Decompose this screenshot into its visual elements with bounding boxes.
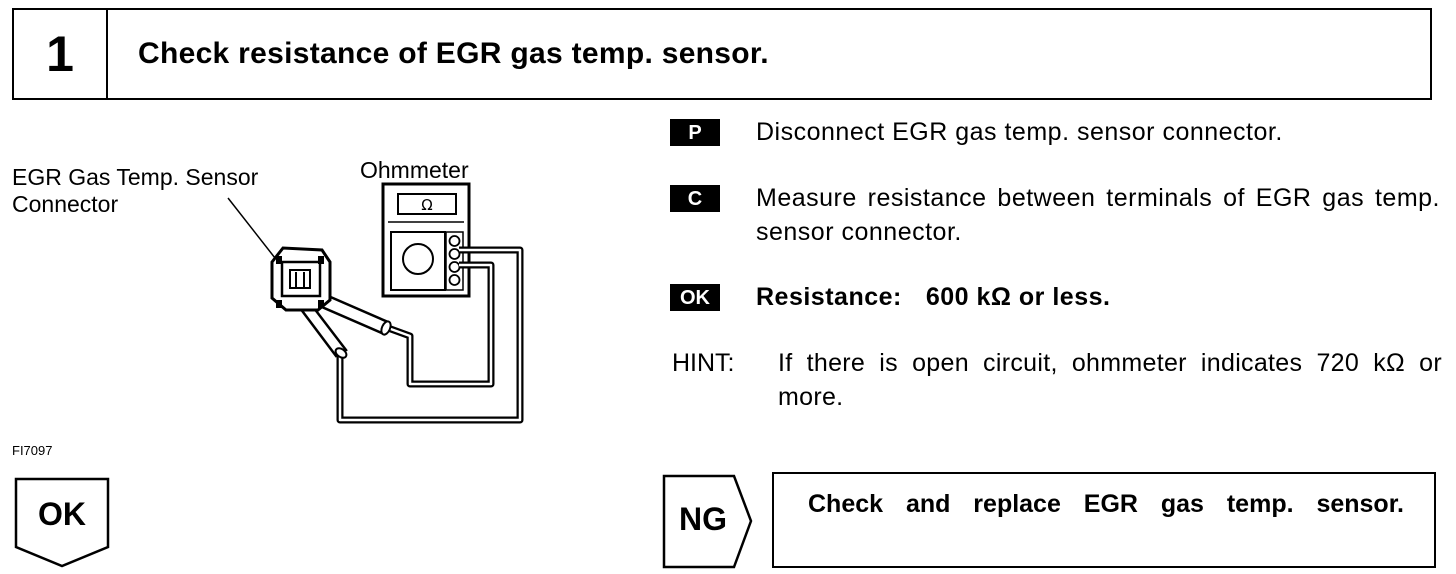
ok-result-shape bbox=[14, 477, 110, 568]
spec-label: Resistance: bbox=[756, 283, 902, 311]
badge-p: P bbox=[670, 119, 720, 146]
jack-2 bbox=[448, 248, 461, 260]
step-title: Check resistance of EGR gas temp. sensor… bbox=[138, 37, 769, 70]
ng-action-text: Check and replace EGR gas temp. sensor. bbox=[808, 490, 1404, 518]
ok-specification: OK Resistance: 600 kΩ or less. bbox=[670, 280, 1440, 320]
ok-result-label: OK bbox=[38, 496, 86, 532]
hint-label: HINT: bbox=[672, 349, 735, 377]
jack-3 bbox=[448, 261, 461, 273]
instruction-measure: C Measure resistance between terminals o… bbox=[670, 181, 1440, 251]
ng-result-shape bbox=[662, 474, 753, 569]
ng-result-label: NG bbox=[679, 501, 727, 537]
badge-c: C bbox=[670, 185, 720, 212]
jack-1 bbox=[448, 235, 461, 247]
instruction-text-measure: Measure resistance between terminals of … bbox=[756, 184, 1440, 246]
figure-code: FI7097 bbox=[12, 443, 53, 458]
sensor-connector bbox=[270, 246, 332, 312]
ohmmeter-label: Ohmmeter bbox=[360, 157, 469, 183]
jack-4 bbox=[448, 274, 461, 286]
hint-text: If there is open circuit, ohmmeter indic… bbox=[778, 349, 1442, 411]
spec-value: 600 kΩ or less. bbox=[925, 283, 1111, 311]
ohmmeter-dial bbox=[402, 243, 434, 275]
ohmmeter-symbol: Ω bbox=[421, 196, 432, 214]
instruction-disconnect: P Disconnect EGR gas temp. sensor connec… bbox=[670, 115, 1440, 155]
step-number: 1 bbox=[14, 10, 108, 98]
connector-label: EGR Gas Temp. Sensor Connector bbox=[12, 164, 259, 217]
step-header: 1 Check resistance of EGR gas temp. sens… bbox=[12, 8, 1432, 100]
ohmmeter-diagram: Ω bbox=[227, 182, 524, 424]
instruction-text-disconnect: Disconnect EGR gas temp. sensor connecto… bbox=[756, 118, 1283, 146]
leader-line bbox=[227, 197, 276, 259]
ng-action-box: Check and replace EGR gas temp. sensor. bbox=[772, 472, 1436, 568]
badge-ok: OK bbox=[670, 284, 720, 311]
ohmmeter-display bbox=[397, 193, 457, 215]
